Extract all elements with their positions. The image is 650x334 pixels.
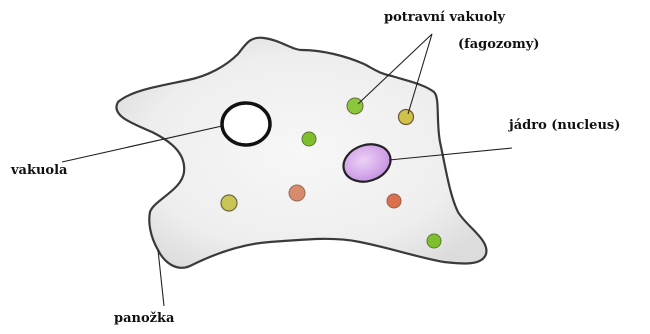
food-vacuoles-label: potravní vakuoly: [384, 10, 505, 25]
phagosomes-label: (fagozomy): [458, 37, 539, 52]
food-vacuole-orange: [387, 194, 401, 208]
nucleus-label: jádro (nucleus): [509, 118, 620, 133]
contractile-vacuole: [222, 103, 270, 145]
pseudopod-label: panožka: [114, 311, 174, 326]
food-vacuole-yellow: [221, 195, 237, 211]
food-vacuole-green: [302, 132, 316, 146]
food-vacuole-yellow: [399, 110, 414, 125]
food-vacuole-orange: [289, 185, 305, 201]
vacuole-label: vakuola: [11, 163, 67, 178]
amoeba-cell-body: [116, 38, 486, 268]
food-vacuole-green: [427, 234, 441, 248]
food-vacuole-green: [347, 98, 363, 114]
